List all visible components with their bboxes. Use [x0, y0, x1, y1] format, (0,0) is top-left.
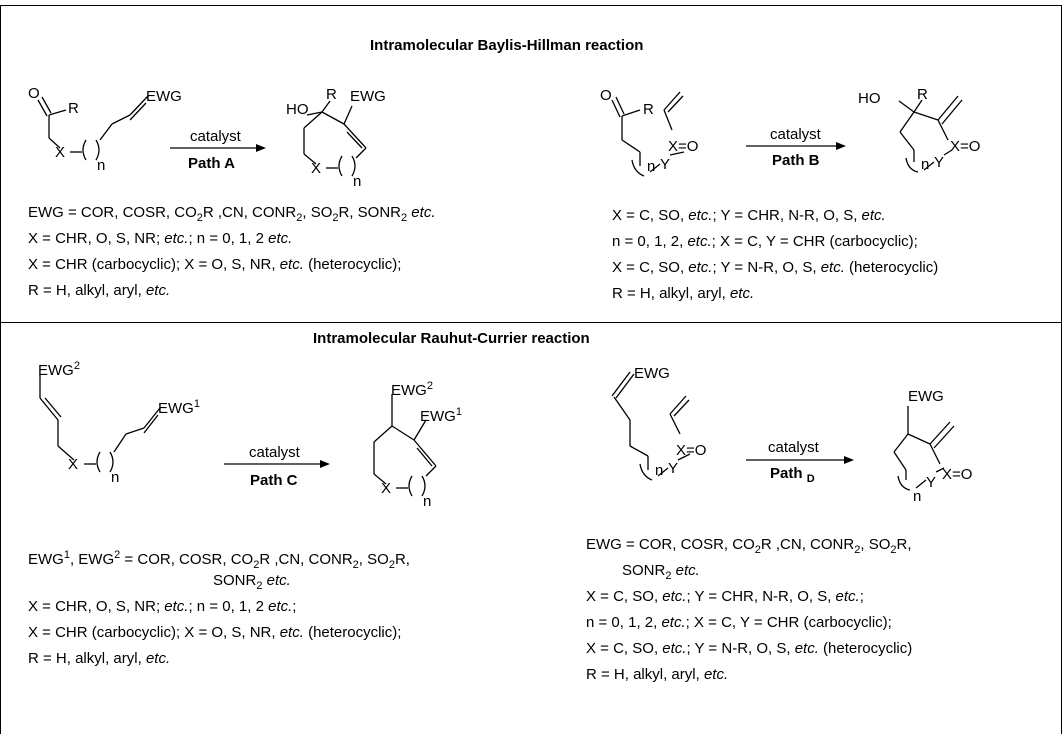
path-b-n: n: [647, 158, 656, 175]
path-b-hydroxyl: HO: [858, 90, 881, 107]
baylis-hillman-title: Intramolecular Baylis-Hillman reaction: [370, 37, 644, 54]
condition-line: n = 0, 1, 2, etc.; X = C, Y = CHR (carbo…: [612, 233, 918, 250]
condition-line: EWG1, EWG2 = COR, COSR, CO2R ,CN, CONR2,…: [28, 549, 410, 571]
condition-line: SONR2 etc.: [213, 572, 291, 592]
path-c-catalyst: catalyst: [249, 444, 300, 461]
path-c-product-n: n: [423, 493, 432, 510]
path-c-product-ewg1: EWG1: [420, 406, 462, 425]
path-c-product-ewg2: EWG2: [391, 380, 433, 399]
path-b-y: Y: [660, 156, 671, 173]
path-c-x: X: [68, 456, 79, 473]
condition-line: X = C, SO, etc.; Y = N-R, O, S, etc. (he…: [612, 259, 939, 276]
condition-line: R = H, alkyl, aryl, etc.: [612, 285, 755, 302]
condition-line: EWG = COR, COSR, CO2R ,CN, CONR2, SO2R,: [586, 536, 912, 556]
path-b-catalyst: catalyst: [770, 126, 821, 143]
path-d-y: Y: [668, 460, 679, 477]
baylis-hillman-conditions-left: EWG = COR, COSR, CO2R ,CN, CONR2, SO2R, …: [28, 200, 436, 304]
path-a-label: Path A: [188, 155, 235, 172]
path-a-oxygen: O: [28, 85, 40, 102]
path-c-n: n: [111, 469, 120, 486]
path-c-product-x: X: [381, 480, 392, 497]
path-b-x-eq-o: X=O: [668, 138, 699, 155]
condition-line: R = H, alkyl, aryl, etc.: [586, 666, 729, 683]
path-b-label: Path B: [772, 152, 820, 169]
path-b-product-n: n: [921, 156, 930, 173]
path-a-n: n: [97, 157, 106, 174]
path-a-r-group: R: [68, 100, 79, 117]
path-a-product-n: n: [353, 173, 362, 190]
path-d-product-x-eq-o: X=O: [942, 466, 973, 483]
path-d-product-y: Y: [926, 474, 937, 491]
condition-line: R = H, alkyl, aryl, etc.: [28, 282, 171, 299]
path-d-product-ewg: EWG: [908, 388, 944, 405]
condition-line: X = C, SO, etc.; Y = CHR, N-R, O, S, etc…: [586, 588, 864, 605]
baylis-hillman-conditions-right: X = C, SO, etc.; Y = CHR, N-R, O, S, etc…: [612, 203, 938, 307]
condition-line: X = C, SO, etc.; Y = CHR, N-R, O, S, etc…: [612, 207, 886, 224]
condition-line: R = H, alkyl, aryl, etc.: [28, 650, 171, 667]
path-c-label: Path C: [250, 472, 298, 489]
path-a-product-x: X: [311, 160, 322, 177]
path-b-product-y: Y: [934, 154, 945, 171]
condition-line: X = CHR (carbocyclic); X = O, S, NR, etc…: [28, 256, 402, 273]
condition-line: X = CHR, O, S, NR; etc.; n = 0, 1, 2 etc…: [28, 598, 297, 615]
path-a-x: X: [55, 144, 66, 161]
condition-line: X = CHR, O, S, NR; etc.; n = 0, 1, 2 etc…: [28, 230, 293, 247]
rauhut-currier-conditions-left: EWG1, EWG2 = COR, COSR, CO2R ,CN, CONR2,…: [28, 542, 410, 672]
path-d-n: n: [655, 462, 664, 479]
path-d-ewg: EWG: [634, 365, 670, 382]
path-d-catalyst: catalyst: [768, 439, 819, 456]
rauhut-currier-panel: [0, 322, 1062, 734]
path-d-product-n: n: [913, 488, 922, 505]
condition-line: X = C, SO, etc.; Y = N-R, O, S, etc. (he…: [586, 640, 913, 657]
path-a-product-ewg: EWG: [350, 88, 386, 105]
condition-line: SONR2 etc.: [622, 562, 700, 582]
path-d-label: Path D: [770, 465, 815, 485]
path-d-x-eq-o: X=O: [676, 442, 707, 459]
path-b-r-group: R: [643, 101, 654, 118]
path-a-hydroxyl: HO: [286, 101, 309, 118]
path-a-catalyst: catalyst: [190, 128, 241, 145]
condition-line: n = 0, 1, 2, etc.; X = C, Y = CHR (carbo…: [586, 614, 892, 631]
path-c-ewg2: EWG2: [38, 360, 80, 379]
path-c-ewg1: EWG1: [158, 398, 200, 417]
path-a-product-r: R: [326, 86, 337, 103]
rauhut-currier-title: Intramolecular Rauhut-Currier reaction: [313, 330, 590, 347]
path-a-ewg: EWG: [146, 88, 182, 105]
condition-line: EWG = COR, COSR, CO2R ,CN, CONR2, SO2R, …: [28, 204, 436, 224]
path-b-oxygen: O: [600, 87, 612, 104]
path-b-product-r: R: [917, 86, 928, 103]
condition-line: X = CHR (carbocyclic); X = O, S, NR, etc…: [28, 624, 402, 641]
rauhut-currier-conditions-right: EWG = COR, COSR, CO2R ,CN, CONR2, SO2R, …: [586, 532, 912, 688]
path-b-product-x-eq-o: X=O: [950, 138, 981, 155]
